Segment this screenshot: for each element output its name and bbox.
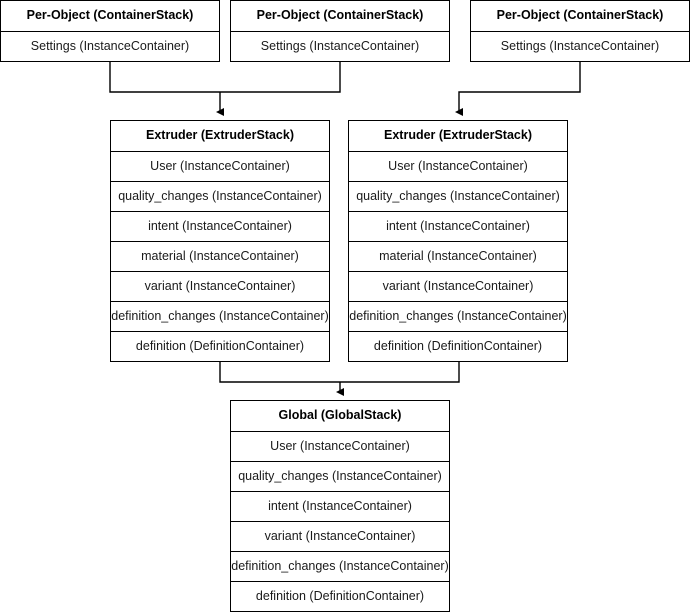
node-row-material: material (InstanceContainer) <box>111 241 329 271</box>
edge-ex2-to-global <box>336 361 460 396</box>
edge-po1-to-ex1 <box>109 61 220 93</box>
node-row-definition-changes: definition_changes (InstanceContainer) <box>111 301 329 331</box>
node-row-quality-changes: quality_changes (InstanceContainer) <box>111 181 329 211</box>
edge-po2-to-ex1 <box>216 61 341 116</box>
node-extruder-2[interactable]: Extruder (ExtruderStack) User (InstanceC… <box>348 120 568 362</box>
node-row-intent: intent (InstanceContainer) <box>111 211 329 241</box>
node-row-user: User (InstanceContainer) <box>111 151 329 181</box>
node-extruder-1[interactable]: Extruder (ExtruderStack) User (InstanceC… <box>110 120 330 362</box>
node-per-object-3[interactable]: Per-Object (ContainerStack) Settings (In… <box>470 0 690 62</box>
node-header: Extruder (ExtruderStack) <box>146 128 294 142</box>
node-header: Per-Object (ContainerStack) <box>256 8 424 22</box>
node-row-intent: intent (InstanceContainer) <box>231 491 449 521</box>
node-row-material: material (InstanceContainer) <box>349 241 567 271</box>
node-row-definition-changes: definition_changes (InstanceContainer) <box>231 551 449 581</box>
node-row-settings: Settings (InstanceContainer) <box>1 31 219 61</box>
node-row-definition-changes: definition_changes (InstanceContainer) <box>349 301 567 331</box>
node-per-object-1[interactable]: Per-Object (ContainerStack) Settings (In… <box>0 0 220 62</box>
node-header: Per-Object (ContainerStack) <box>496 8 664 22</box>
node-header: Global (GlobalStack) <box>278 408 402 422</box>
node-row-definition: definition (DefinitionContainer) <box>349 331 567 361</box>
node-header: Extruder (ExtruderStack) <box>384 128 532 142</box>
node-row-user: User (InstanceContainer) <box>231 431 449 461</box>
node-header: Per-Object (ContainerStack) <box>26 8 194 22</box>
node-per-object-2[interactable]: Per-Object (ContainerStack) Settings (In… <box>230 0 450 62</box>
node-row-user: User (InstanceContainer) <box>349 151 567 181</box>
node-row-variant: variant (InstanceContainer) <box>231 521 449 551</box>
node-row-settings: Settings (InstanceContainer) <box>471 31 689 61</box>
node-row-variant: variant (InstanceContainer) <box>349 271 567 301</box>
node-row-quality-changes: quality_changes (InstanceContainer) <box>349 181 567 211</box>
edge-po3-to-ex2 <box>455 61 581 116</box>
node-global[interactable]: Global (GlobalStack) User (InstanceConta… <box>230 400 450 612</box>
node-row-definition: definition (DefinitionContainer) <box>231 581 449 611</box>
node-row-intent: intent (InstanceContainer) <box>349 211 567 241</box>
node-row-definition: definition (DefinitionContainer) <box>111 331 329 361</box>
edge-ex1-to-global <box>219 361 340 383</box>
node-row-quality-changes: quality_changes (InstanceContainer) <box>231 461 449 491</box>
node-row-variant: variant (InstanceContainer) <box>111 271 329 301</box>
node-row-settings: Settings (InstanceContainer) <box>231 31 449 61</box>
